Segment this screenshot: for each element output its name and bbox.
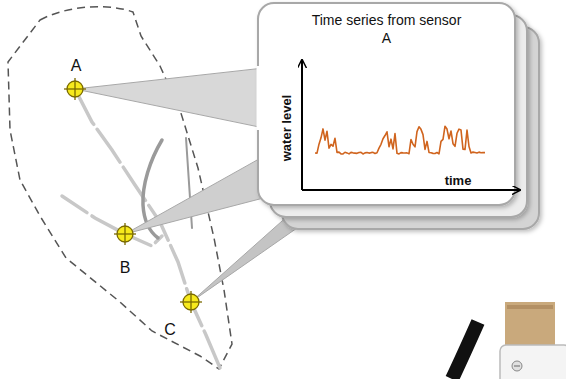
catchment-outline <box>8 7 232 369</box>
water-level-line <box>315 126 485 154</box>
water-level-series <box>315 126 485 154</box>
axis-label: time <box>445 174 472 187</box>
sensor-photo <box>452 302 566 379</box>
sensor-label: C <box>164 322 176 338</box>
callout-stack <box>75 3 539 302</box>
callout-card: Time series from sensor A <box>258 3 515 55</box>
axis-label: water level <box>280 95 293 162</box>
sensor-label: B <box>120 260 131 276</box>
sensor-markers <box>64 78 202 313</box>
callout-title: Time series from sensor A <box>307 11 467 47</box>
chart-axes <box>302 60 520 190</box>
sensor-label: A <box>71 58 82 74</box>
